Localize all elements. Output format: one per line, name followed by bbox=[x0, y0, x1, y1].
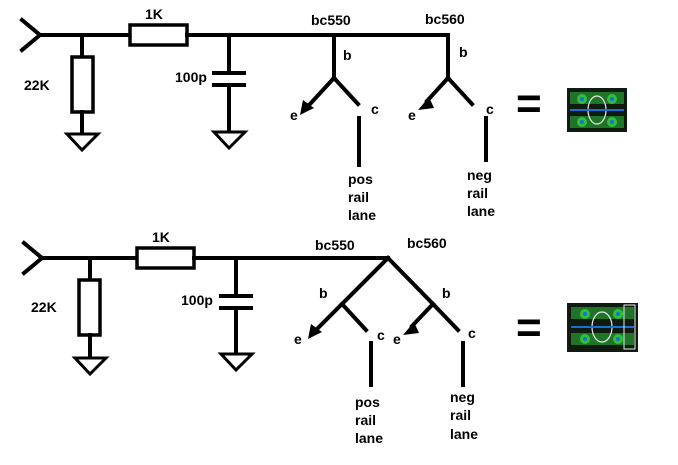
neg-rail-label-2: rail bbox=[450, 407, 471, 423]
pnp-emitter-leg bbox=[409, 301, 436, 329]
resistor-1k bbox=[135, 246, 196, 270]
resistor-1k-label: 1K bbox=[145, 6, 163, 22]
circuit-top: 1K 22K 100p bc550 b e c pos rail lane bc… bbox=[19, 6, 627, 223]
emitter-arrow-icon bbox=[300, 100, 314, 115]
pcb-silkscreen bbox=[623, 304, 636, 350]
emitter-arrow-icon bbox=[403, 322, 419, 335]
resistor-22k-label: 22K bbox=[24, 77, 50, 93]
npn-emitter-leg bbox=[307, 75, 337, 107]
resistor-1k bbox=[128, 23, 189, 47]
npn-emitter-leg bbox=[315, 301, 345, 331]
npn-base-label: b bbox=[319, 285, 328, 301]
ground-icon bbox=[63, 132, 102, 153]
pnp-emitter-label: e bbox=[408, 107, 416, 123]
equals-sign: = bbox=[516, 79, 542, 128]
transistor-pnp-label: bc560 bbox=[407, 235, 447, 251]
pcb-hole bbox=[610, 120, 614, 124]
pnp-base-label: b bbox=[459, 44, 468, 60]
neg-rail-label-1: neg bbox=[450, 389, 475, 405]
pnp-collector-label: c bbox=[486, 101, 494, 117]
pnp-collector-label: c bbox=[468, 325, 476, 341]
npn-collector-leg bbox=[331, 75, 361, 107]
input-terminal bbox=[21, 240, 46, 276]
pcb-hole bbox=[583, 312, 587, 316]
capacitor-label: 100p bbox=[181, 292, 213, 308]
pcb-hole bbox=[583, 337, 587, 341]
resistor-22k bbox=[70, 55, 95, 114]
pnp-base-lead bbox=[385, 255, 436, 307]
transistor-npn-label: bc550 bbox=[315, 237, 355, 253]
transistor-npn-label: bc550 bbox=[311, 12, 351, 28]
emitter-arrow-icon bbox=[308, 324, 322, 339]
equals-sign: = bbox=[516, 303, 542, 352]
npn-collector-label: c bbox=[371, 101, 379, 117]
pcb-hole bbox=[616, 312, 620, 316]
ground-icon bbox=[217, 352, 256, 373]
neg-rail-label-2: rail bbox=[467, 185, 488, 201]
pos-rail-label-3: lane bbox=[348, 207, 376, 223]
circuit-bottom: 1K 22K 100p bc550 bc560 b e c pos rail l… bbox=[21, 229, 638, 446]
pos-rail-label-2: rail bbox=[355, 412, 376, 428]
neg-rail-label-3: lane bbox=[467, 203, 495, 219]
pnp-collector-leg bbox=[430, 301, 461, 333]
resistor-1k-label: 1K bbox=[152, 229, 170, 245]
pnp-base-label: b bbox=[442, 285, 451, 301]
pcb-thumbnail bbox=[567, 88, 627, 132]
ground-icon bbox=[210, 130, 249, 151]
resistor-22k bbox=[77, 278, 102, 337]
npn-emitter-label: e bbox=[294, 331, 302, 347]
input-terminal bbox=[19, 17, 44, 53]
pcb-hole bbox=[580, 120, 584, 124]
emitter-arrow-icon bbox=[418, 97, 434, 110]
transistor-pnp-label: bc560 bbox=[425, 11, 465, 27]
npn-base-lead bbox=[339, 255, 391, 307]
neg-rail-label-3: lane bbox=[450, 426, 478, 442]
capacitor-label: 100p bbox=[175, 69, 207, 85]
pcb-hole bbox=[616, 337, 620, 341]
pcb-hole bbox=[580, 97, 584, 101]
pcb-thumbnail bbox=[567, 303, 638, 352]
pcb-hole bbox=[610, 97, 614, 101]
pos-rail-label-1: pos bbox=[348, 171, 373, 187]
ground-icon bbox=[71, 356, 110, 377]
pos-rail-label-1: pos bbox=[355, 394, 380, 410]
npn-emitter-label: e bbox=[290, 107, 298, 123]
npn-collector-label: c bbox=[377, 327, 385, 343]
pnp-emitter-leg bbox=[424, 75, 451, 104]
pos-rail-label-2: rail bbox=[348, 189, 369, 205]
pnp-collector-leg bbox=[445, 75, 475, 107]
pnp-emitter-label: e bbox=[393, 331, 401, 347]
pos-rail-label-3: lane bbox=[355, 430, 383, 446]
npn-base-label: b bbox=[343, 47, 352, 63]
neg-rail-label-1: neg bbox=[467, 167, 492, 183]
resistor-22k-label: 22K bbox=[31, 299, 57, 315]
npn-collector-leg bbox=[339, 301, 369, 333]
